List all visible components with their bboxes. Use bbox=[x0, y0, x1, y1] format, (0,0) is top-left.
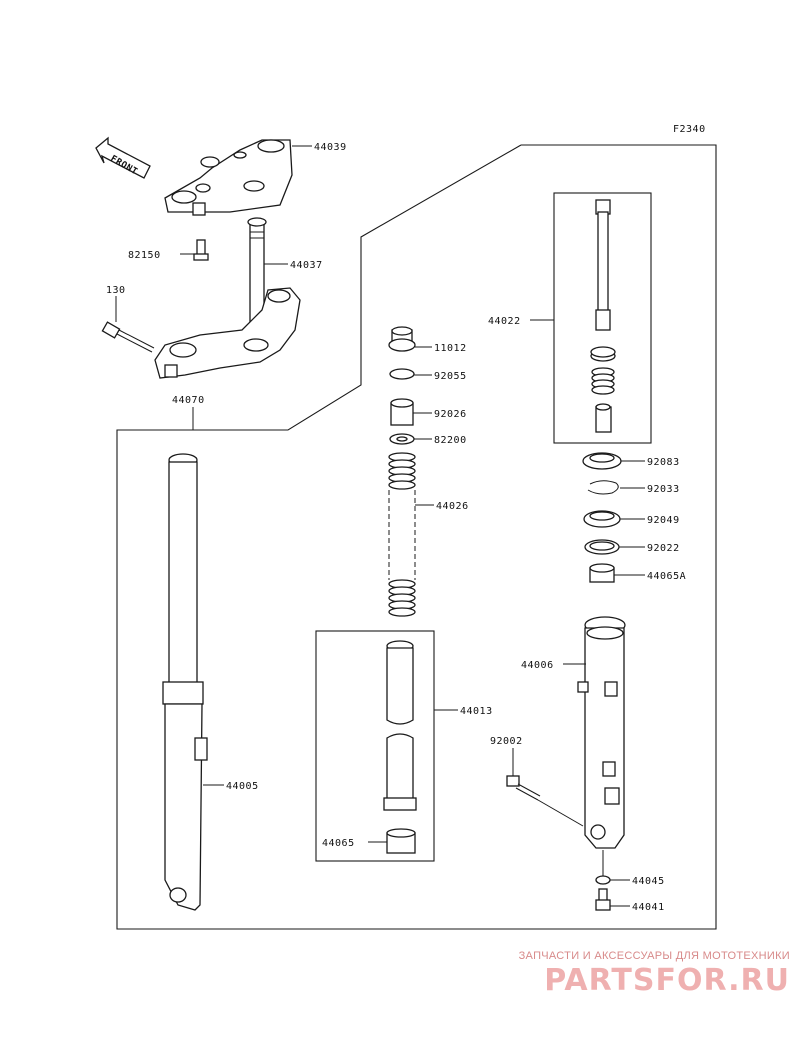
label-44041: 44041 bbox=[632, 902, 665, 913]
label-44045: 44045 bbox=[632, 876, 665, 887]
label-44065A: 44065A bbox=[647, 571, 686, 582]
rebound-spring-part[interactable] bbox=[591, 367, 615, 395]
inner-tube-part[interactable] bbox=[162, 453, 208, 911]
label-92033: 92033 bbox=[647, 484, 680, 495]
bolt-82150-part[interactable] bbox=[193, 239, 209, 261]
label-44026: 44026 bbox=[436, 501, 469, 512]
lower-bracket-part[interactable] bbox=[154, 287, 301, 379]
damper-rod-box bbox=[553, 192, 652, 444]
slide-bushing-part[interactable] bbox=[589, 563, 615, 583]
label-44065: 44065 bbox=[322, 838, 355, 849]
cylinder-lower-part[interactable] bbox=[383, 733, 417, 811]
label-44005: 44005 bbox=[226, 781, 259, 792]
label-44022: 44022 bbox=[488, 316, 521, 327]
front-arrow-icon: FRONT bbox=[95, 136, 151, 179]
figure-code: F2340 bbox=[673, 124, 706, 135]
label-92002: 92002 bbox=[490, 736, 523, 747]
bolt-130-part[interactable] bbox=[101, 321, 155, 353]
washer-part[interactable] bbox=[389, 433, 415, 445]
washer-44045-part[interactable] bbox=[595, 875, 611, 885]
label-82150: 82150 bbox=[128, 250, 161, 261]
oil-seal-part[interactable] bbox=[583, 510, 621, 528]
label-44037: 44037 bbox=[290, 260, 323, 271]
bolt-44041-part[interactable] bbox=[595, 888, 611, 911]
label-92083: 92083 bbox=[647, 457, 680, 468]
spacer-collar-part[interactable] bbox=[390, 398, 414, 426]
dust-seal-part[interactable] bbox=[582, 452, 622, 470]
bushing-44065-part[interactable] bbox=[386, 828, 416, 854]
outer-tube-part[interactable] bbox=[577, 616, 626, 849]
label-11012: 11012 bbox=[434, 343, 467, 354]
watermark-subtitle: ЗАПЧАСТИ И АКСЕССУАРЫ ДЛЯ МОТОТЕХНИКИ bbox=[518, 950, 790, 962]
label-92022: 92022 bbox=[647, 543, 680, 554]
label-92049: 92049 bbox=[647, 515, 680, 526]
o-ring-part[interactable] bbox=[389, 368, 415, 380]
label-44006: 44006 bbox=[521, 660, 554, 671]
cylinder-box bbox=[315, 630, 435, 862]
label-44070: 44070 bbox=[172, 395, 205, 406]
label-92026: 92026 bbox=[434, 409, 467, 420]
cap-bolt-part[interactable] bbox=[388, 326, 416, 352]
label-44013: 44013 bbox=[460, 706, 493, 717]
rebound-ring-part[interactable] bbox=[590, 346, 616, 362]
retaining-ring-part[interactable] bbox=[587, 480, 619, 495]
fork-spring-part[interactable] bbox=[388, 452, 416, 617]
label-44039: 44039 bbox=[314, 142, 347, 153]
label-82200: 82200 bbox=[434, 435, 467, 446]
damper-rod-part[interactable] bbox=[595, 199, 611, 331]
upper-bracket-part[interactable] bbox=[164, 139, 293, 216]
bolt-92002-part[interactable] bbox=[506, 775, 541, 801]
cylinder-upper-part[interactable] bbox=[386, 640, 414, 725]
washer-seal-part[interactable] bbox=[584, 539, 620, 555]
label-92055: 92055 bbox=[434, 371, 467, 382]
watermark-logo: PARTSFOR.RU bbox=[544, 963, 790, 998]
damper-piece-part[interactable] bbox=[595, 403, 612, 433]
assembly-frame bbox=[116, 144, 717, 930]
label-130: 130 bbox=[106, 285, 126, 296]
